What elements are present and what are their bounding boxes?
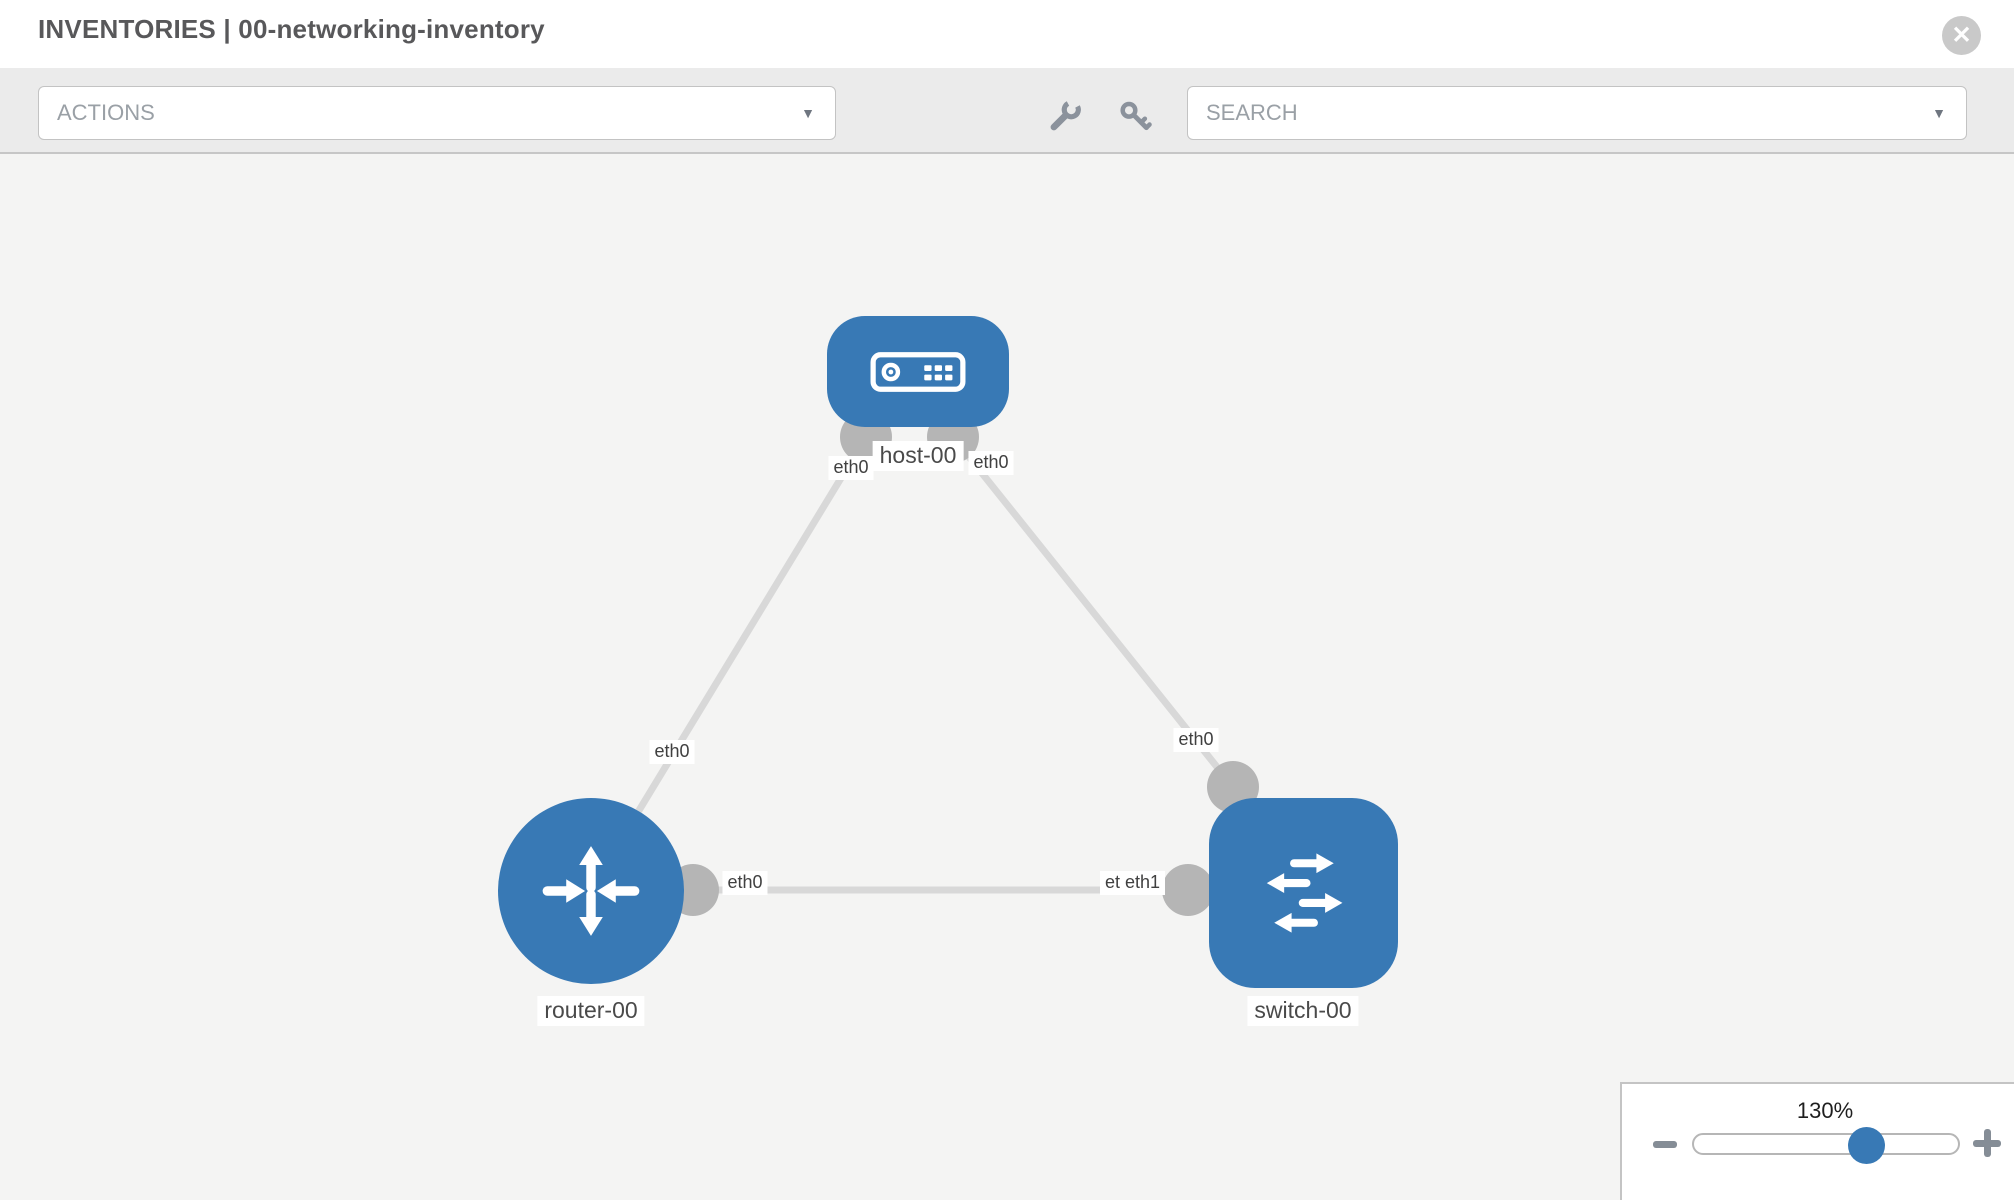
interface-label: eth0	[722, 871, 768, 895]
interface-endpoint	[1162, 864, 1214, 916]
key-icon	[1120, 101, 1152, 131]
node-router-00[interactable]	[498, 798, 684, 984]
server-icon	[870, 351, 966, 392]
zoom-slider-track[interactable]	[1692, 1133, 1960, 1155]
node-label-host: host-00	[872, 441, 964, 471]
plus-icon	[1983, 1129, 1991, 1157]
chevron-down-icon: ▼	[1932, 105, 1946, 121]
node-host-00[interactable]	[827, 316, 1009, 427]
node-label-switch: switch-00	[1247, 996, 1359, 1026]
zoom-out-button[interactable]	[1652, 1133, 1678, 1155]
node-switch-00[interactable]	[1209, 798, 1398, 988]
close-icon: ✕	[1951, 21, 1972, 49]
interface-label: eth0	[968, 451, 1014, 475]
search-box[interactable]: ▼	[1187, 86, 1967, 140]
interface-label: eth0	[1173, 728, 1219, 752]
actions-dropdown-label: ACTIONS	[57, 100, 155, 125]
zoom-in-button[interactable]	[1972, 1128, 2002, 1158]
page-title: INVENTORIES | 00-networking-inventory	[38, 14, 545, 44]
toolbar: ACTIONS ▼ ▼	[0, 68, 2014, 154]
zoom-control-panel: 130%	[1620, 1082, 2014, 1200]
credentials-key-button[interactable]	[1112, 93, 1158, 139]
zoom-slider-thumb[interactable]	[1848, 1127, 1885, 1164]
wrench-icon	[1050, 100, 1081, 131]
search-input[interactable]	[1188, 99, 1933, 127]
minus-icon	[1653, 1141, 1677, 1148]
actions-dropdown[interactable]: ACTIONS ▼	[38, 86, 836, 140]
router-arrows-icon	[542, 846, 640, 936]
interface-label: eth0	[649, 740, 695, 764]
chevron-down-icon: ▼	[801, 105, 815, 121]
zoom-level-label: 130%	[1796, 1098, 1854, 1123]
interface-label: eth0	[828, 456, 874, 480]
configure-tools-button[interactable]	[1042, 93, 1088, 139]
close-button[interactable]: ✕	[1942, 16, 1981, 55]
links-layer	[587, 411, 1259, 916]
header: INVENTORIES | 00-networking-inventory ✕	[0, 0, 2014, 68]
topology-canvas[interactable]: host-00 router-00 switch-00 eth0 eth0 et…	[0, 154, 2014, 1200]
interface-label: eth1	[1120, 871, 1166, 895]
switch-arrows-icon	[1266, 853, 1342, 933]
node-label-router: router-00	[537, 996, 645, 1026]
